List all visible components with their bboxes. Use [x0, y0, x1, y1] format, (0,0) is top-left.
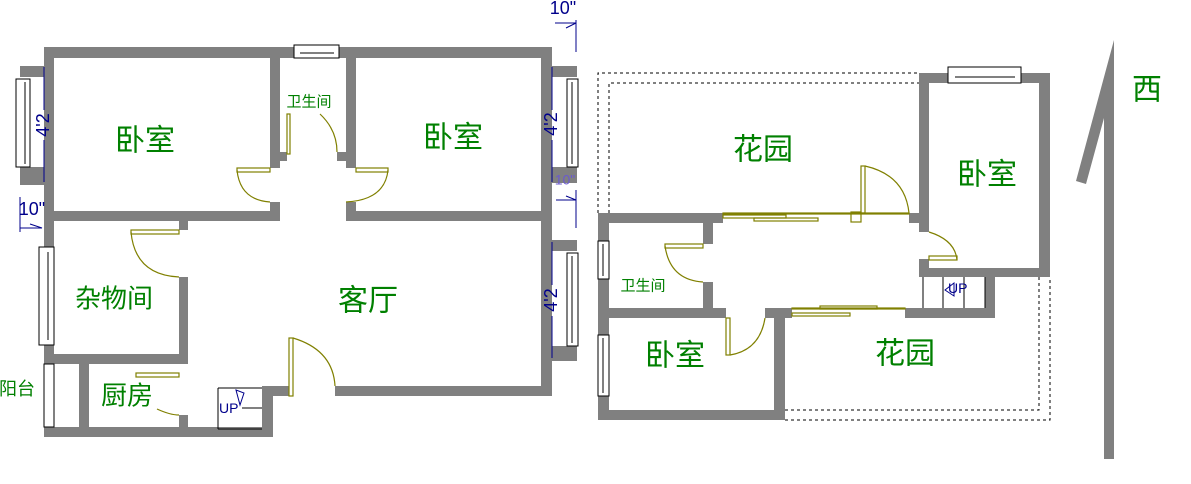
- dimension-label: 4'2: [541, 112, 561, 135]
- left-floor-plan: UP 4'2 4'2 4'2 10" 10" 10" 卧室 卫生间 卧室 杂物间…: [0, 0, 579, 437]
- dimension-label: 10": [19, 199, 45, 219]
- window: [15, 78, 31, 168]
- right-floor-plan: UP 花园 卧室 卫生间 卧室 花园: [597, 66, 1051, 421]
- window: [947, 66, 1022, 84]
- compass-arrow: 西: [1076, 40, 1162, 459]
- room-label-garden: 花园: [733, 133, 793, 168]
- dimension-label: 4'2: [541, 288, 561, 311]
- room-label-storage: 杂物间: [75, 285, 153, 315]
- balcony-rail: [43, 363, 55, 428]
- dimension-label: 10": [550, 0, 576, 18]
- stairs-left: UP: [217, 387, 262, 430]
- dimension-label: 10": [555, 172, 576, 188]
- dimensions-left: 4'2 4'2 4'2 10" 10" 10": [19, 0, 577, 358]
- room-label-garden: 花园: [875, 337, 935, 372]
- window: [38, 246, 55, 346]
- doors-right: [664, 165, 958, 356]
- room-label-bedroom: 卧室: [423, 121, 483, 156]
- stair-up-label: UP: [948, 280, 967, 296]
- room-label-bathroom: 卫生间: [286, 93, 331, 111]
- room-label-living-room: 客厅: [338, 284, 398, 319]
- room-label-bedroom: 卧室: [115, 124, 175, 159]
- doors-left: [130, 113, 389, 416]
- windows-right: [597, 66, 1022, 397]
- room-label-balcony: 阳台: [0, 379, 35, 400]
- window: [293, 44, 340, 59]
- garden-boundaries: [597, 72, 1051, 421]
- room-label-bedroom: 卧室: [957, 158, 1017, 193]
- room-label-kitchen: 厨房: [101, 382, 153, 412]
- stairs-right: UP: [922, 277, 986, 308]
- room-label-bedroom: 卧室: [645, 339, 705, 374]
- stair-up-label: UP: [219, 400, 238, 416]
- compass-label: 西: [1132, 73, 1162, 108]
- room-label-bathroom: 卫生间: [620, 277, 665, 295]
- dimension-label: 4'2: [33, 113, 53, 136]
- windows-left: [15, 44, 579, 428]
